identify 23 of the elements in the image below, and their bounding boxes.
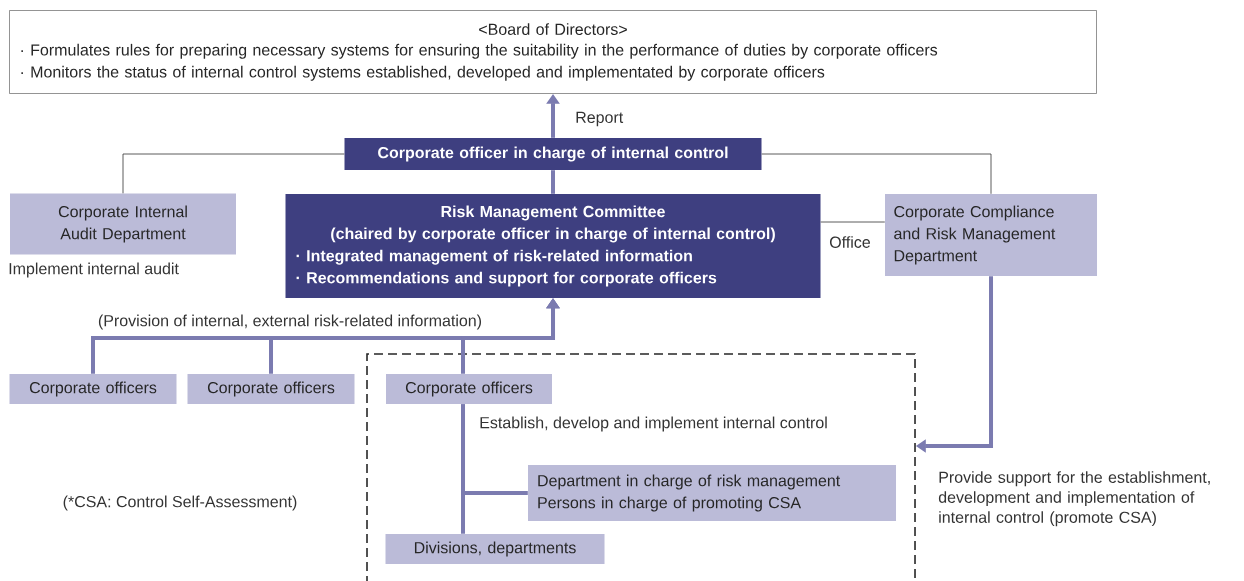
connector-line	[820, 221, 886, 223]
board-box: <Board of Directors> · Formulates rules for preparing necessary systems for ensuring the suitability in the performance of duties by corporate officers · Monitors the status of internal control systems established, developed and implementated by corporate officers	[9, 10, 1097, 94]
connector-line	[122, 153, 345, 194]
officer-box: Corporate officer in charge of internal control	[344, 138, 762, 170]
officers-box: Corporate officers	[187, 374, 355, 404]
division-box: Divisions, departments	[385, 534, 605, 564]
department-box: Corporate Internal Audit Department	[10, 193, 236, 255]
connector-line	[551, 170, 555, 194]
edge-label: Office	[829, 236, 870, 248]
note-text: (*CSA: Control Self-Assessment)	[63, 495, 297, 511]
department-box: Department in charge of risk management Persons in charge of promoting CSA	[528, 465, 896, 521]
caption-text: Implement internal audit	[9, 262, 179, 278]
edge-label: Establish, develop and implement internal control	[480, 416, 827, 432]
committee-box: Risk Management Committee (chaired by corporate officer in charge of internal control) · Integrated management of risk-related information · Recommendations and support for corporate officers	[285, 194, 821, 298]
edge-label: Report	[576, 111, 624, 127]
edge-label: (Provision of internal, external risk-related information)	[98, 314, 481, 330]
connector-line	[761, 153, 992, 195]
connector-line	[461, 404, 528, 495]
officers-box: Corporate officers	[386, 374, 552, 404]
department-box: Corporate Compliance and Risk Management Department	[885, 194, 1097, 276]
dashed-frame	[366, 353, 916, 581]
edge-label: Provide support for the establishment, development and implementation of internal control (promote CSA)	[938, 471, 1210, 527]
officers-box: Corporate officers	[9, 374, 177, 404]
